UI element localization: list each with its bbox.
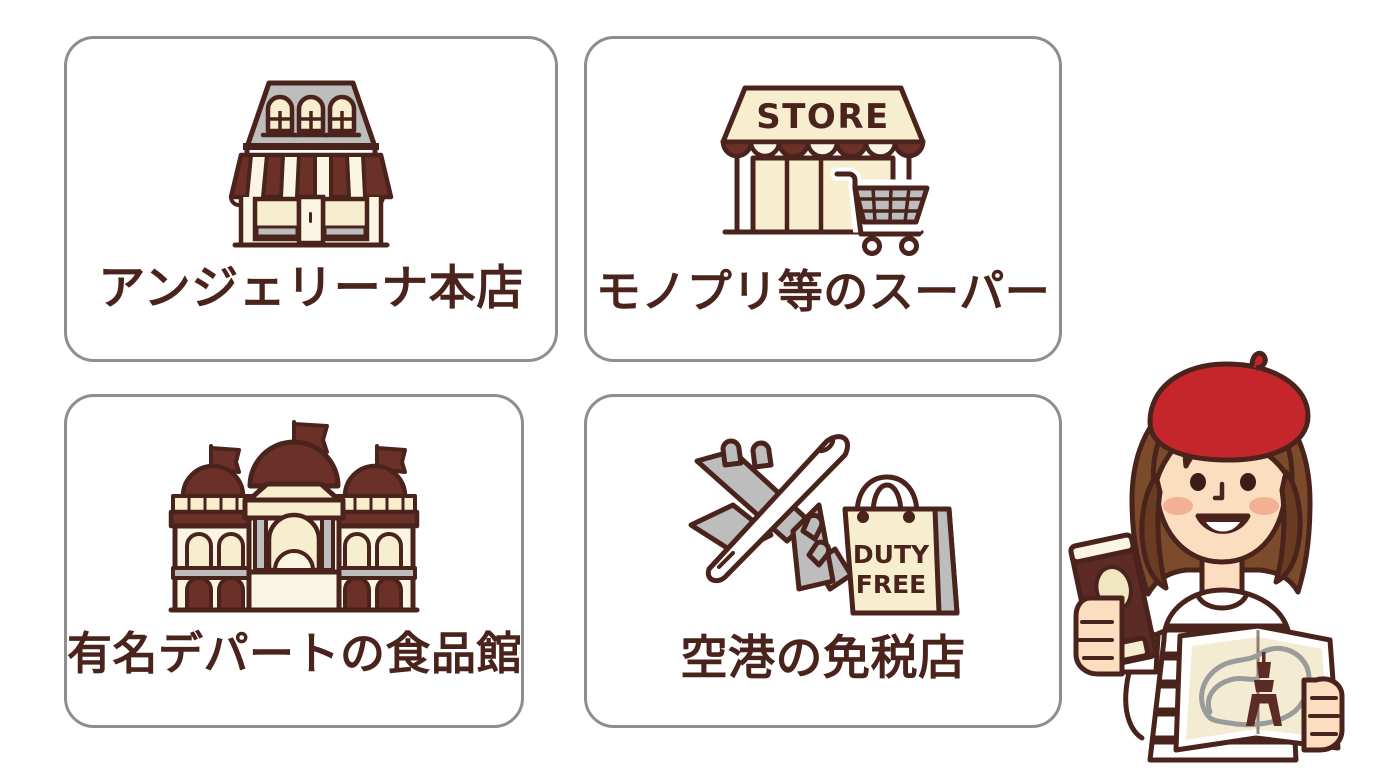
card-monoprix-supermarket[interactable]: STORE — [584, 36, 1062, 362]
nose — [1212, 481, 1225, 501]
store-sign-text: STORE — [756, 97, 890, 137]
duty-text: DUTY — [853, 540, 930, 569]
eiffel-tower-icon — [1246, 652, 1282, 726]
beret-nub — [1249, 350, 1268, 371]
storefront-bakery-icon — [67, 39, 555, 265]
french-traveler-woman-illustration — [1046, 340, 1376, 763]
card-label: 空港の免税店 — [680, 631, 966, 686]
blush-right — [1249, 497, 1279, 515]
eye-right — [1240, 473, 1256, 491]
paris-map — [1173, 623, 1341, 753]
card-label: 有名デパートの食品館 — [67, 627, 523, 680]
beret — [1147, 361, 1311, 463]
hand-right — [1301, 676, 1345, 753]
airplane-duty-free-icon: DUTY FREE — [587, 397, 1059, 635]
card-label: アンジェリーナ本店 — [98, 261, 524, 316]
blush-left — [1163, 497, 1193, 515]
card-label: モノプリ等のスーパー — [595, 265, 1051, 318]
supermarket-store-icon: STORE — [587, 39, 1059, 269]
eye-left — [1190, 473, 1206, 491]
card-department-store-food-hall[interactable]: 有名デパートの食品館 — [64, 394, 524, 728]
free-text: FREE — [856, 570, 926, 599]
hand-left — [1073, 595, 1125, 677]
card-airport-duty-free[interactable]: DUTY FREE 空港の免税店 — [584, 394, 1062, 728]
card-angelina-main-store[interactable]: アンジェリーナ本店 — [64, 36, 558, 362]
department-store-palace-icon — [67, 397, 521, 631]
teeth — [1206, 522, 1240, 532]
